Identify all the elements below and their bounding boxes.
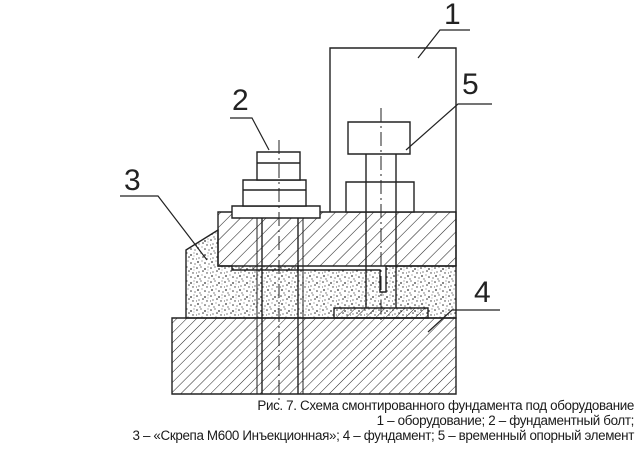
callout-3: 3 [124, 164, 141, 197]
bolt-nut [242, 179, 307, 207]
callout-1: 1 [444, 0, 461, 31]
leader-3 [120, 195, 208, 261]
foundation-diagram: 1 2 3 4 5 [120, 0, 500, 400]
callout-2: 2 [232, 84, 249, 117]
caption-legend-line-1: 1 – оборудование; 2 – фундаментный болт; [376, 413, 635, 428]
bolt-shank [261, 218, 299, 394]
caption-legend-line-2: 3 – «Скрепа М600 Инъекционная»; 4 – фунд… [132, 428, 635, 443]
leader-5 [405, 103, 492, 151]
callout-4: 4 [474, 276, 491, 309]
support-screw-shank [365, 154, 397, 308]
leader-2 [230, 117, 270, 151]
caption-title: Рис. 7. Схема смонтированного фундамента… [257, 398, 634, 413]
bolt-hole [256, 218, 304, 394]
figure-caption: Рис. 7. Схема смонтированного фундамента… [0, 398, 635, 443]
support-screw-head [347, 121, 411, 155]
support-screw-nut [345, 181, 415, 213]
leader-4 [427, 309, 500, 333]
leader-1 [417, 29, 470, 59]
callout-5: 5 [462, 68, 479, 101]
foundation-block [171, 317, 457, 395]
bolt-washer [231, 205, 321, 219]
equipment-base [217, 211, 457, 271]
equipment-body [329, 47, 457, 266]
